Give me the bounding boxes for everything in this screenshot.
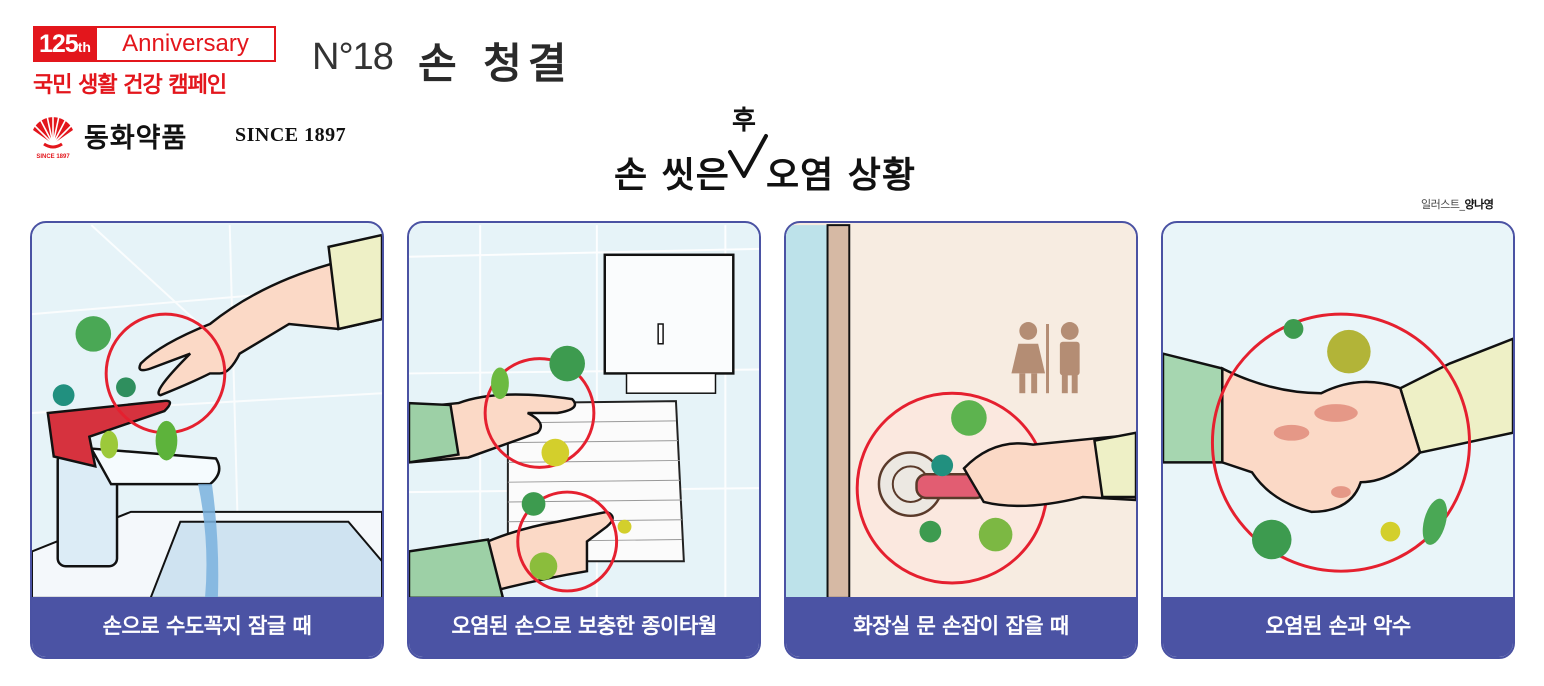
insertion-caret-icon bbox=[728, 134, 768, 178]
panel-paper-towel: 오염된 손으로 보충한 종이타월 bbox=[407, 221, 761, 659]
subtitle-left: 손 씻은 bbox=[614, 155, 730, 196]
panel-caption: 화장실 문 손잡이 잡을 때 bbox=[786, 597, 1136, 657]
paper-towel-illustration bbox=[409, 225, 759, 600]
germ-icon bbox=[1251, 319, 1448, 560]
anniversary-number: 125th bbox=[35, 28, 97, 60]
anniversary-badge: 125th Anniversary bbox=[33, 26, 276, 62]
faucet-illustration bbox=[32, 224, 382, 599]
subtitle: 후 손 씻은 오염 상황 bbox=[614, 100, 934, 196]
panel-caption: 오염된 손으로 보충한 종이타월 bbox=[409, 597, 759, 657]
panel-handshake: 오염된 손과 악수 bbox=[1161, 221, 1515, 659]
panel-faucet: 손으로 수도꼭지 잠글 때 bbox=[30, 221, 384, 659]
subtitle-insert: 후 bbox=[732, 106, 756, 136]
svg-text:SINCE 1897: SINCE 1897 bbox=[36, 154, 70, 160]
germ-icon bbox=[919, 400, 1013, 552]
campaign-title: 국민 생활 건강 캠페인 bbox=[33, 73, 227, 98]
subtitle-right: 오염 상황 bbox=[766, 155, 917, 196]
brand-name: 동화약품 bbox=[84, 123, 188, 154]
illustrator-credit: 일러스트_양나영 bbox=[1421, 198, 1494, 211]
door-handle-illustration bbox=[786, 224, 1136, 599]
germ-icon bbox=[491, 345, 632, 581]
panel-caption: 손으로 수도꼭지 잠글 때 bbox=[32, 597, 382, 657]
page-title: 손 청결 bbox=[418, 39, 573, 88]
panel-caption: 오염된 손과 악수 bbox=[1163, 597, 1513, 657]
restroom-sign-icon bbox=[1011, 322, 1080, 394]
fan-logo-icon: SINCE 1897 bbox=[33, 115, 73, 160]
handshake-illustration bbox=[1163, 225, 1513, 598]
issue-number: N°18 bbox=[312, 36, 394, 78]
anniversary-word: Anniversary bbox=[122, 30, 249, 57]
germ-icon bbox=[52, 316, 178, 461]
brand-since: SINCE 1897 bbox=[235, 124, 347, 146]
panel-door-handle: 화장실 문 손잡이 잡을 때 bbox=[784, 221, 1138, 659]
